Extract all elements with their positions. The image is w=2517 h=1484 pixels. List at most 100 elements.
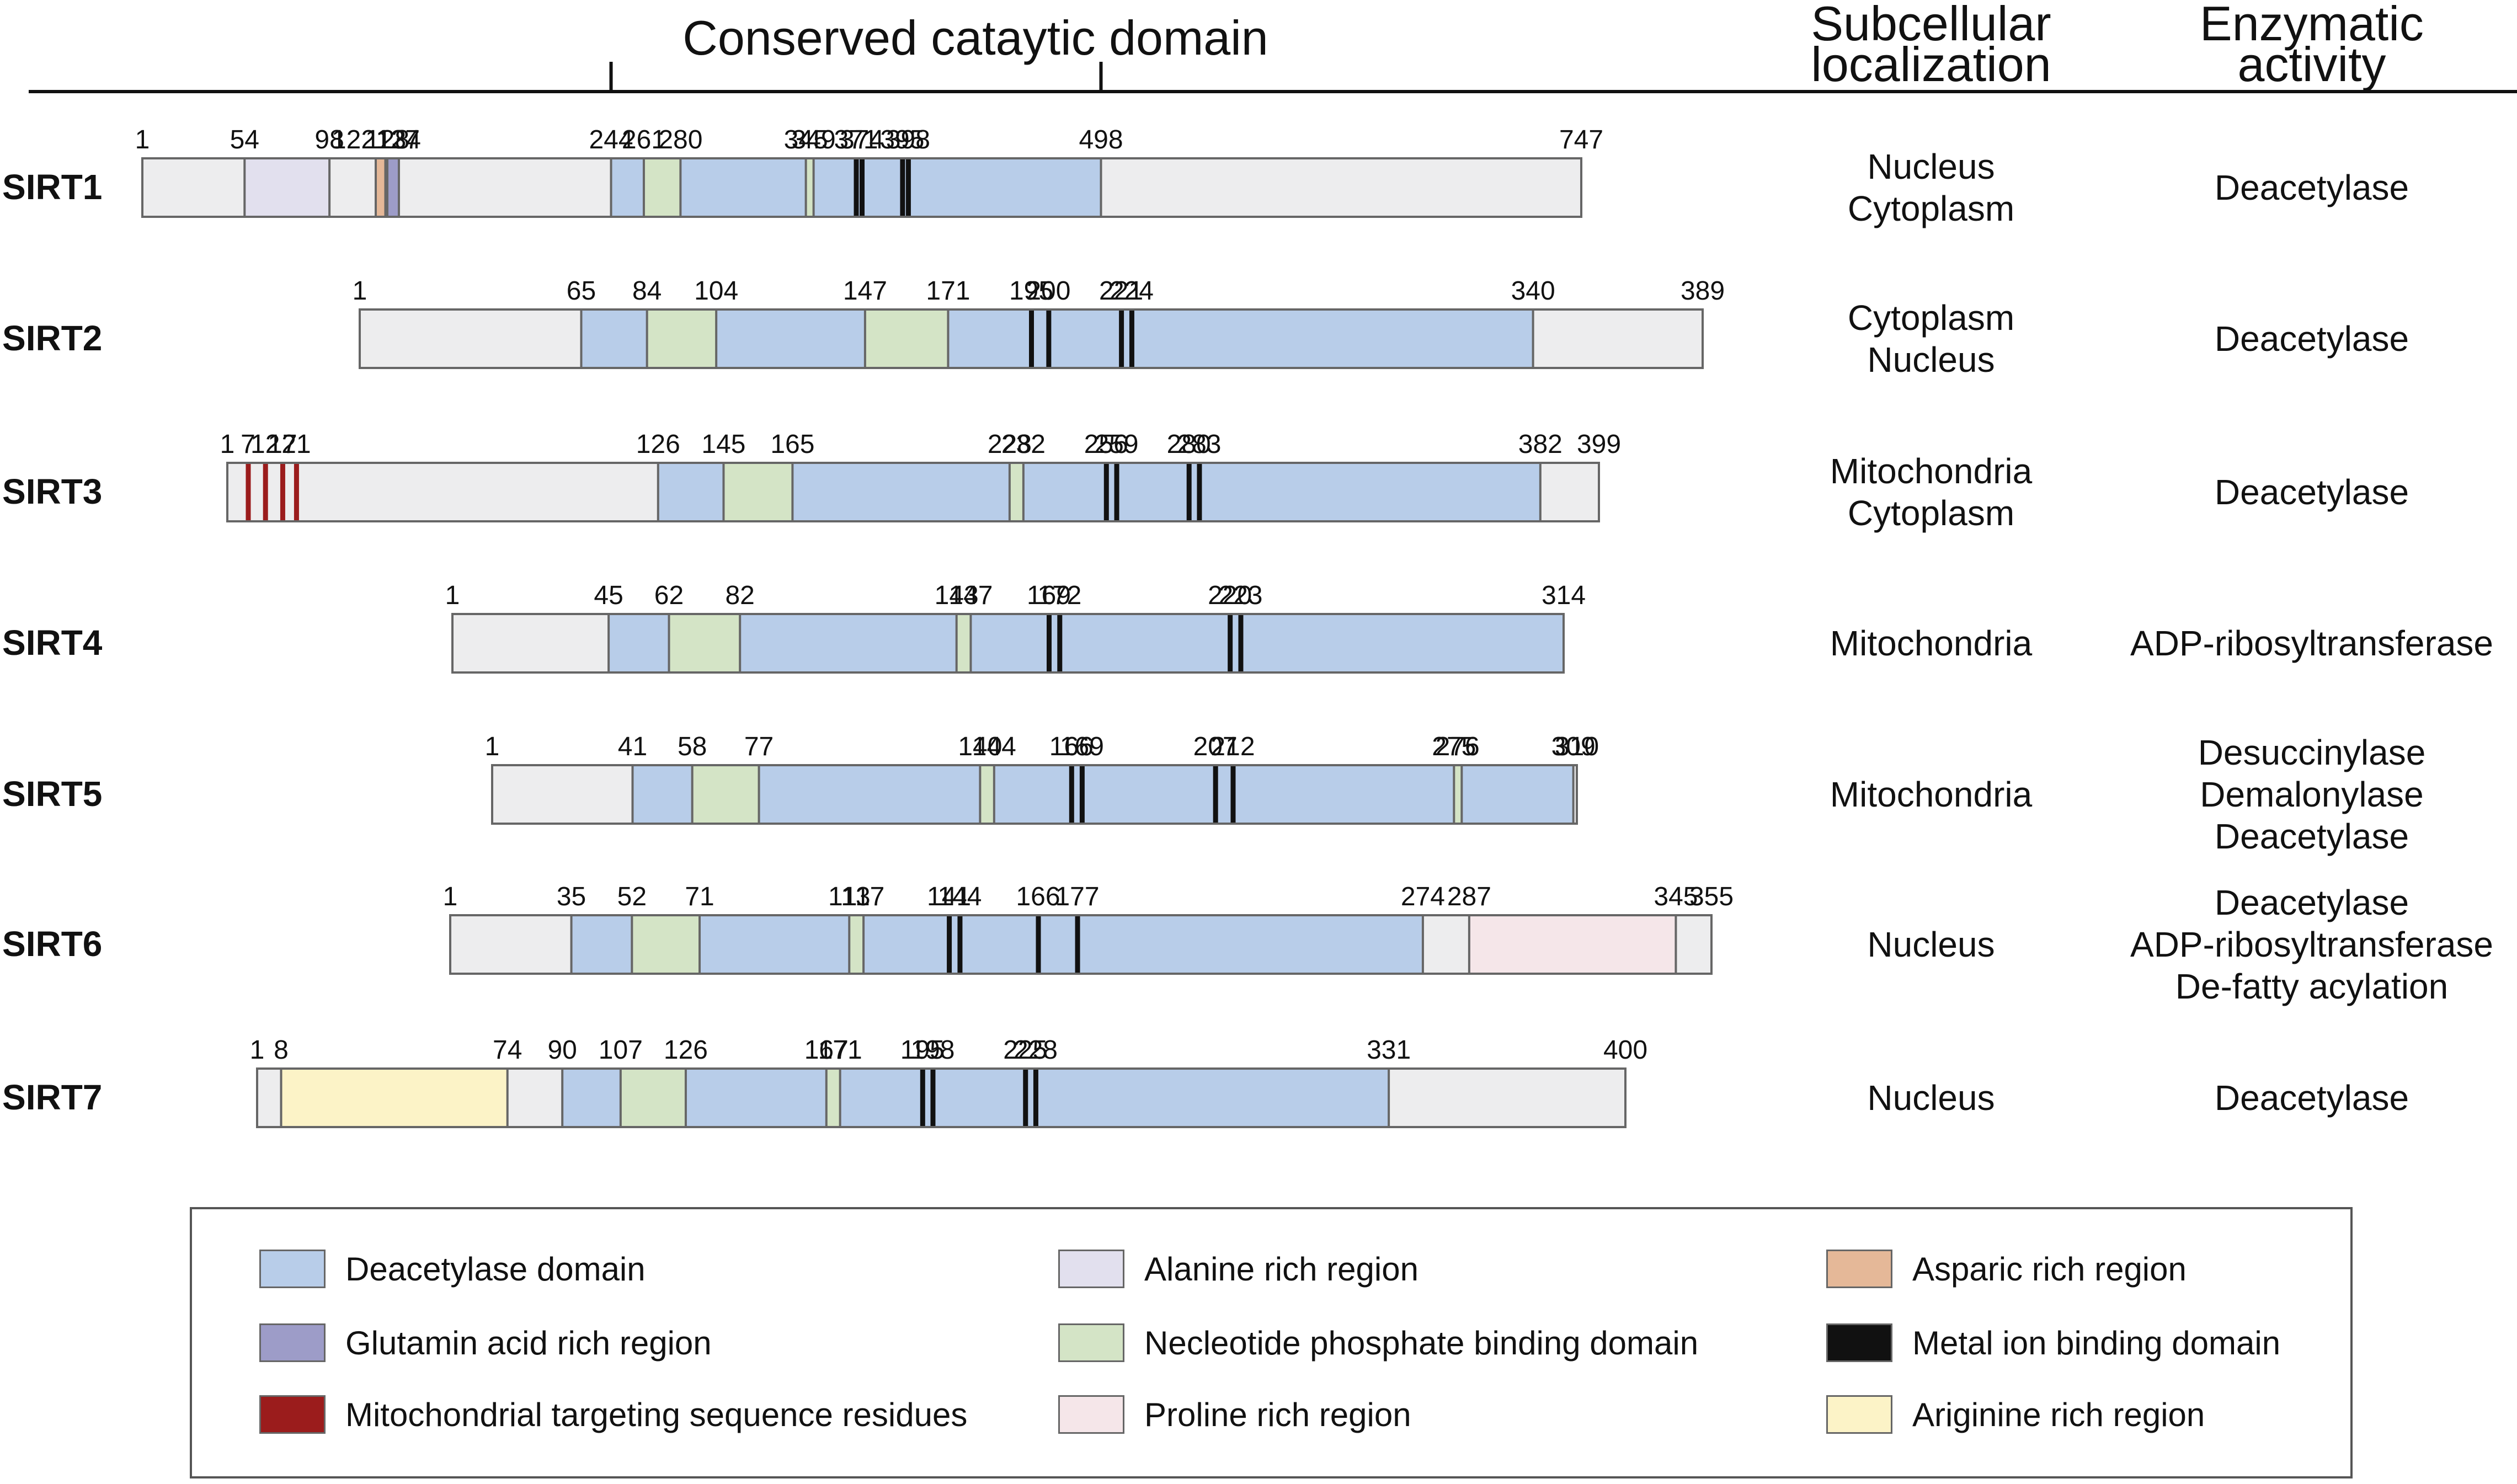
sirt6-position-label: 345	[1654, 882, 1698, 911]
sirt1-position-label: 1	[135, 125, 150, 154]
legend-swatch	[1058, 1323, 1124, 1362]
sirt7-position-label: 90	[547, 1035, 577, 1065]
sirt6-nucleotide-region	[631, 914, 701, 975]
legend-item: Proline rich region	[1058, 1395, 1411, 1434]
sirt3-position-label: 232	[1001, 430, 1046, 459]
sirt1-position-label: 134	[377, 125, 421, 154]
activity-header: Enzymatic activity	[2163, 0, 2461, 92]
sirt3-mts-site	[294, 464, 299, 520]
domain-header-title: Conserved cataytic domain	[682, 10, 1268, 65]
sirt6-localization: Nucleus	[1788, 924, 2075, 965]
sirt6-position-label: 117	[842, 882, 885, 911]
legend-item: Metal ion binding domain	[1826, 1323, 2280, 1363]
sirt1-position-label: 498	[1079, 125, 1123, 154]
sirt5-position-label: 144	[972, 732, 1016, 761]
sirt4-position-label: 62	[654, 581, 684, 610]
sirt6-position-label: 166	[1016, 882, 1060, 911]
sirt6-position-label: 177	[1055, 882, 1099, 911]
sirt2-metal-site	[1119, 311, 1124, 367]
sirt5-position-label: 275	[1432, 732, 1476, 761]
sirt1-nucleotide-region	[642, 157, 682, 218]
sirt3-position-label: 280	[1167, 430, 1211, 459]
sirt7-position-label: 107	[599, 1035, 643, 1065]
sirt3-deacetylase-region	[657, 462, 1542, 522]
sirt7-position-label: 228	[1014, 1035, 1058, 1065]
sirt6-position-label: 144	[937, 882, 982, 911]
sirt3-position-label: 12	[250, 430, 280, 459]
sirt2-position-label: 340	[1511, 276, 1555, 306]
sirt5-position-label: 140	[958, 732, 1002, 761]
sirt5-metal-site	[1230, 766, 1236, 823]
sirt4-position-label: 223	[1218, 581, 1262, 610]
sirt5-position-label: 207	[1193, 732, 1238, 761]
sirt4-metal-site	[1228, 615, 1233, 671]
sirt3-position-label: 7	[241, 430, 255, 459]
sirt5-position-label: 77	[744, 732, 774, 761]
localization-header-line2: localization	[1811, 37, 2051, 92]
sirt7-position-label: 167	[804, 1035, 849, 1065]
sirt7-metal-site	[930, 1070, 936, 1126]
sirt5-name: SIRT5	[2, 774, 103, 814]
sirt1-name: SIRT1	[2, 167, 103, 207]
sirt7-position-label: 171	[818, 1035, 862, 1065]
activity-line: Deacetylase	[2214, 168, 2409, 207]
sirt5-metal-site	[1213, 766, 1218, 823]
sirt3-position-label: 165	[770, 430, 814, 459]
sirt3-name: SIRT3	[2, 472, 103, 511]
legend-swatch	[1826, 1250, 1892, 1288]
sirt5-position-label: 166	[1049, 732, 1094, 761]
sirt2-position-label: 1	[353, 276, 367, 306]
localization-line: Nucleus	[1867, 925, 1995, 964]
localization-header-line1: Subcellular	[1811, 0, 2051, 51]
sirt7-position-label: 8	[274, 1035, 289, 1065]
sirt7-activity: Deacetylase	[2113, 1077, 2510, 1119]
legend-label: Asparic rich region	[1912, 1250, 2187, 1288]
sirt1-glutamin-region	[386, 157, 400, 218]
sirt5-position-label: 41	[618, 732, 647, 761]
sirt5-position-label: 310	[1555, 732, 1599, 761]
sirt2-deacetylase-region	[580, 308, 1534, 369]
legend-item: Necleotide phosphate binding domain	[1058, 1323, 1698, 1363]
sirt7-metal-site	[1023, 1070, 1028, 1126]
sirt5-localization: Mitochondria	[1788, 773, 2075, 815]
sirt6-metal-site	[947, 916, 952, 973]
sirt7-metal-site	[920, 1070, 925, 1126]
sirt3-metal-site	[1114, 464, 1119, 520]
sirt3-mts-site	[246, 464, 251, 520]
sirt5-position-label: 169	[1060, 732, 1104, 761]
sirt1-nucleotide-region	[804, 157, 815, 218]
legend-label: Metal ion binding domain	[1912, 1324, 2281, 1362]
legend-label: Deacetylase domain	[345, 1250, 646, 1288]
sirt6-metal-site	[1075, 916, 1080, 973]
legend-swatch	[259, 1323, 326, 1362]
activity-line: Deacetylase	[2214, 472, 2409, 512]
sirt2-nucleotide-region	[646, 308, 718, 369]
sirt1-alanine-region	[243, 157, 331, 218]
sirt2-position-label: 195	[1009, 276, 1053, 306]
sirt4-position-label: 82	[725, 581, 754, 610]
sirt5-deacetylase-region	[631, 764, 1575, 825]
sirt3-nucleotide-region	[1008, 462, 1025, 522]
sirt4-metal-site	[1057, 615, 1063, 671]
sirt6-name: SIRT6	[2, 924, 103, 964]
localization-line: Nucleus	[1867, 1078, 1995, 1118]
sirt1-position-label: 374	[840, 125, 884, 154]
sirt3-metal-site	[1186, 464, 1192, 520]
legend-item: Deacetylase domain	[259, 1249, 646, 1289]
legend-item: Asparic rich region	[1826, 1249, 2187, 1289]
sirt3-position-label: 382	[1518, 430, 1563, 459]
activity-header-line2: activity	[2237, 37, 2386, 92]
sirt6-position-label: 52	[617, 882, 647, 911]
sirt5-position-label: 309	[1551, 732, 1596, 761]
sirt3-position-label: 17	[268, 430, 297, 459]
sirt7-position-label: 198	[910, 1035, 954, 1065]
sirt7-name: SIRT7	[2, 1077, 103, 1117]
sirt3-mts-site	[280, 464, 285, 520]
sirt5-metal-site	[1069, 766, 1074, 823]
sirt3-nucleotide-region	[722, 462, 794, 522]
sirt2-position-label: 224	[1110, 276, 1154, 306]
sirt1-position-label: 349	[792, 125, 836, 154]
activity-line: Deacetylase	[2214, 883, 2409, 922]
